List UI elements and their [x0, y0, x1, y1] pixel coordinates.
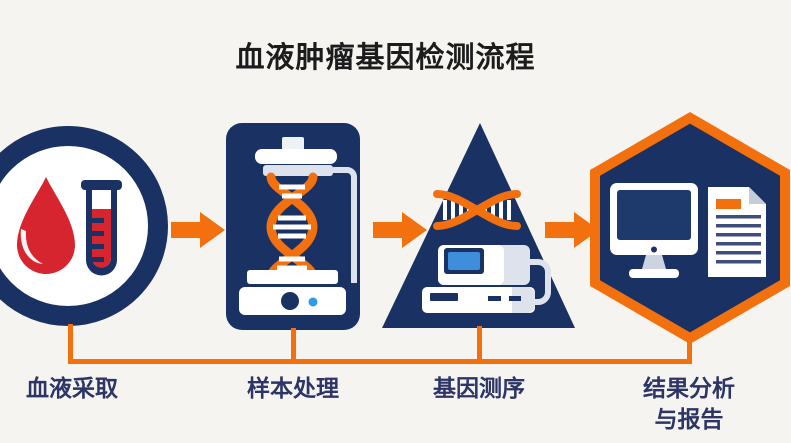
blood-drop-and-test-tube-icon — [0, 126, 168, 326]
page-fold — [749, 187, 766, 204]
connector-line — [68, 324, 73, 362]
sequencer-cable — [530, 259, 551, 305]
dna-helix-horizontal-icon — [433, 190, 521, 230]
machine-indicator-light — [308, 297, 318, 307]
arrow-right-icon — [373, 212, 427, 248]
step-label-sample-processing: 样本处理 — [247, 375, 339, 401]
connector-line — [68, 359, 692, 364]
step-label-gene-sequencing: 基因测序 — [433, 375, 525, 401]
computer-monitor-icon — [610, 183, 698, 278]
test-tube-icon — [81, 180, 122, 276]
dna-sequencer-icon — [382, 123, 575, 328]
dna-extraction-machine-icon — [226, 123, 360, 330]
page-title: 血液肿瘤基因检测流程 — [235, 42, 536, 74]
connector-line — [477, 326, 482, 362]
blood-drop-icon — [17, 177, 75, 274]
arrow-right-icon — [545, 212, 599, 248]
arrow-right-icon — [171, 212, 225, 248]
monitor-screen — [617, 190, 691, 240]
connector-line — [291, 328, 296, 362]
sequencer-screen — [448, 252, 480, 270]
sequencer-machine — [422, 245, 551, 313]
report-document-icon — [708, 187, 766, 277]
machine-pipe — [333, 167, 357, 283]
computer-and-report-icon — [590, 112, 790, 344]
connector-line — [687, 342, 692, 362]
sequencer-slot — [430, 293, 458, 301]
dna-helix-vertical-icon — [266, 172, 318, 282]
drop-highlight — [20, 229, 43, 264]
machine-button — [281, 292, 299, 310]
step-label-blood-collection: 血液采取 — [26, 375, 118, 401]
step-label-analysis-report: 结果分析 与报告 — [643, 375, 735, 432]
